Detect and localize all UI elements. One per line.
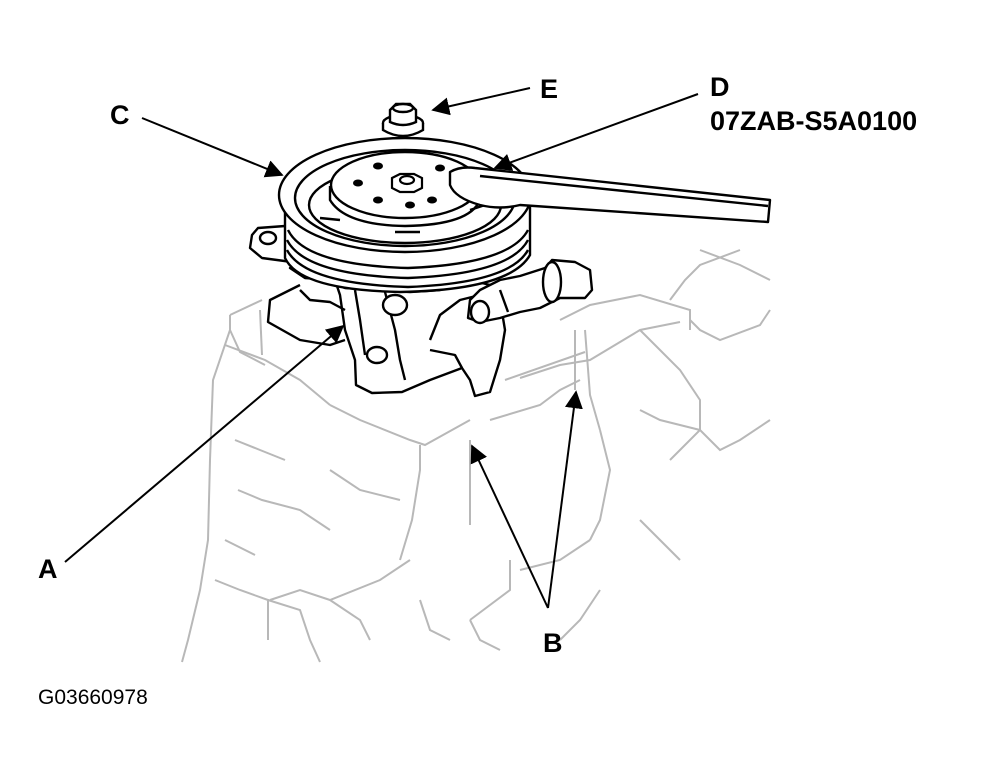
leader-A — [64, 324, 345, 563]
label-E: E — [540, 74, 559, 104]
leader-E — [431, 87, 531, 116]
label-B: B — [543, 628, 563, 658]
pulley-C — [277, 136, 533, 294]
pulley-holder-tool-D — [448, 166, 772, 224]
leader-B-left — [470, 444, 549, 609]
pulley-center-nut — [390, 172, 424, 194]
engine-block-outline — [181, 249, 771, 663]
leader-D — [493, 93, 699, 171]
pump-bracket-A — [248, 224, 594, 398]
label-D: D — [710, 72, 730, 102]
leader-lines — [64, 87, 699, 609]
leader-C — [141, 117, 284, 178]
flange-bolt-E — [381, 102, 425, 138]
label-A: A — [38, 554, 58, 584]
label-D-part-number: 07ZAB-S5A0100 — [710, 106, 918, 136]
label-C: C — [110, 100, 130, 130]
leader-B-right — [547, 390, 583, 609]
figure-id: G03660978 — [38, 686, 148, 709]
